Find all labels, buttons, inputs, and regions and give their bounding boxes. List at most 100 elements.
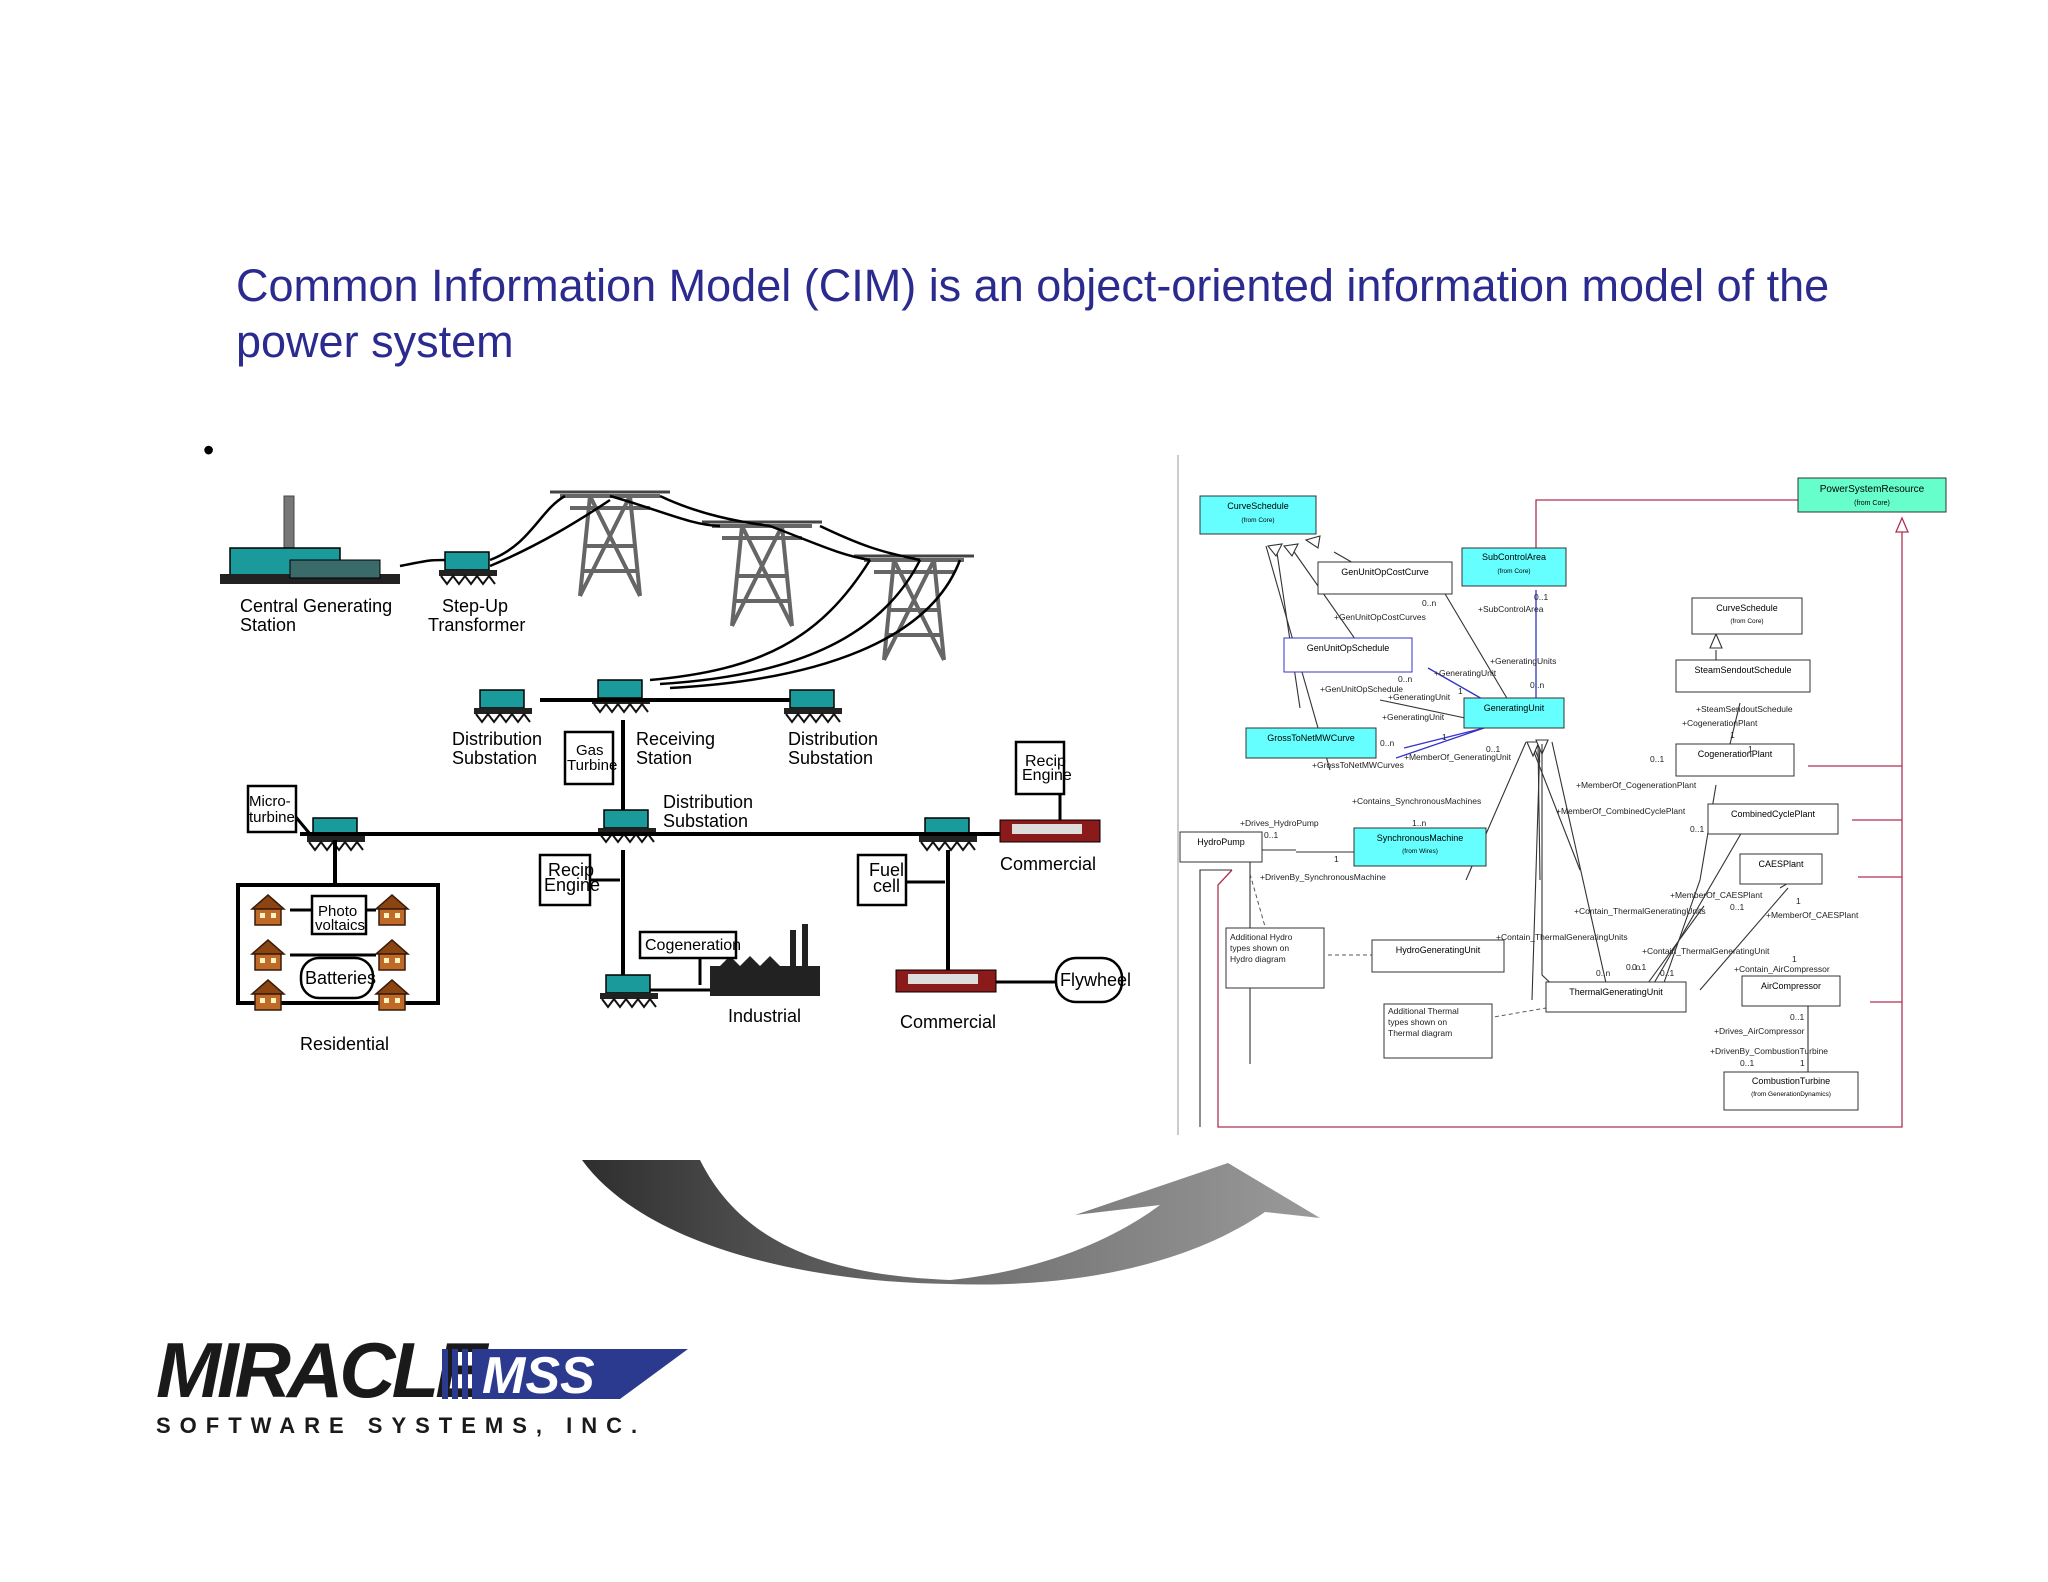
house-icon xyxy=(251,979,285,1011)
class-gen-unit-op-schedule: GenUnitOpSchedule xyxy=(1307,643,1390,653)
svg-text:(from Core): (from Core) xyxy=(1497,568,1530,575)
class-curve-schedule-right: CurveSchedule xyxy=(1716,603,1778,613)
multiplicity: 0..1 xyxy=(1632,962,1646,972)
svg-text:(from Core): (from Core) xyxy=(1730,618,1763,625)
photovoltaics-label: Photo xyxy=(318,903,357,920)
class-thermal-generating-unit: ThermalGeneratingUnit xyxy=(1569,987,1663,997)
residential-area xyxy=(236,883,440,1005)
central-generating-station-icon xyxy=(220,547,400,584)
role-drives-air-compressor: +Drives_AirCompressor xyxy=(1714,1026,1805,1036)
svg-text:(from Core): (from Core) xyxy=(1854,500,1890,507)
role-generating-unit-a: +GeneratingUnit xyxy=(1434,668,1497,678)
miracle-logo: MIRACLE MSS SOFTWARE SYSTEMS, INC. xyxy=(156,1333,688,1438)
house-icon xyxy=(251,894,285,926)
class-sub-control-area: SubControlArea xyxy=(1482,552,1546,562)
multiplicity: 0..1 xyxy=(1730,902,1744,912)
multiplicity: 0..1 xyxy=(1650,754,1664,764)
class-power-system-resource: PowerSystemResource xyxy=(1820,484,1925,495)
logo-word: MIRACLE xyxy=(156,1333,489,1414)
step-up-label: Step-Up xyxy=(442,596,508,616)
role-contain-thermal-generating-units: +Contain_ThermalGeneratingUnits xyxy=(1574,906,1706,916)
commercial-bottom-label: Commercial xyxy=(900,1012,996,1032)
class-cogeneration-plant: CogenerationPlant xyxy=(1698,749,1773,759)
class-steam-sendout-schedule: SteamSendoutSchedule xyxy=(1694,665,1791,675)
class-hydro-generating-unit: HydroGeneratingUnit xyxy=(1396,945,1481,955)
multiplicity: 1 xyxy=(1800,1058,1805,1068)
svg-text:(from Core): (from Core) xyxy=(1241,517,1274,524)
class-synchronous-machine: SynchronousMachine xyxy=(1377,833,1464,843)
multiplicity: 0..n xyxy=(1596,968,1610,978)
industrial-xfmr-icon xyxy=(599,974,659,1008)
recip-right-label: Recip xyxy=(1025,753,1066,770)
transmission-tower-icon xyxy=(700,520,824,628)
role-gross-to-net-mw-curves: +GrossToNetMWCurves xyxy=(1312,760,1404,770)
role-generating-units: +GeneratingUnits xyxy=(1490,656,1556,666)
house-icon xyxy=(251,939,285,971)
fuel-cell-label: Fuel xyxy=(869,860,904,880)
cim-uml-diagram: PowerSystemResource (from Core) CurveSch… xyxy=(1179,477,1947,1128)
multiplicity: 0..n xyxy=(1398,674,1412,684)
multiplicity: 0..1 xyxy=(1690,824,1704,834)
multiplicity: 1 xyxy=(1334,854,1339,864)
dist-sub-left-label: Distribution xyxy=(452,729,542,749)
role-drives-hydro-pump: +Drives_HydroPump xyxy=(1240,818,1319,828)
multiplicity: 1..n xyxy=(1412,818,1426,828)
batteries-label: Batteries xyxy=(305,968,376,988)
house-icon xyxy=(375,894,409,926)
smokestack-icon xyxy=(283,495,295,557)
commercial-building-icon xyxy=(999,819,1101,843)
multiplicity: 1 xyxy=(1792,954,1797,964)
class-generating-unit: GeneratingUnit xyxy=(1484,703,1545,713)
step-up-transformer-icon xyxy=(438,551,498,585)
distribution-substation-icon xyxy=(597,809,657,843)
multiplicity: 0..1 xyxy=(1740,1058,1754,1068)
role-member-of-combined-cycle-plant: +MemberOf_CombinedCyclePlant xyxy=(1556,806,1686,816)
class-combustion-turbine: CombustionTurbine xyxy=(1752,1076,1830,1086)
multiplicity: 1 xyxy=(1796,896,1801,906)
distribution-substation-icon xyxy=(473,689,533,723)
multiplicity: 1 xyxy=(1748,744,1753,754)
role-contains-synchronous-machines: +Contains_SynchronousMachines xyxy=(1352,796,1481,806)
transform-arrow-icon xyxy=(582,1160,1320,1285)
role-member-of-caes-plant-b: +MemberOf_CAESPlant xyxy=(1766,910,1859,920)
residential-label: Residential xyxy=(300,1034,389,1054)
bullet-point: • xyxy=(203,432,215,468)
multiplicity: 1 xyxy=(1730,730,1735,740)
logo-subtitle: SOFTWARE SYSTEMS, INC. xyxy=(156,1413,646,1438)
industrial-plant-icon xyxy=(710,924,820,996)
multiplicity: 0..n xyxy=(1380,738,1394,748)
multiplicity: 0..n xyxy=(1530,680,1544,690)
logo-mark-icon xyxy=(442,1349,688,1399)
receiving-label: Receiving xyxy=(636,729,715,749)
multiplicity: 1 xyxy=(1442,732,1447,742)
multiplicity: 0..1 xyxy=(1486,744,1500,754)
svg-text:(from Wires): (from Wires) xyxy=(1402,848,1438,855)
role-member-of-generating-unit: +MemberOf_GeneratingUnit xyxy=(1404,752,1512,762)
role-gen-unit-op-cost-curves: +GenUnitOpCostCurves xyxy=(1334,612,1426,622)
commercial-right-label: Commercial xyxy=(1000,854,1096,874)
industrial-label: Industrial xyxy=(728,1006,801,1026)
role-member-of-cogeneration-plant: +MemberOf_CogenerationPlant xyxy=(1576,780,1697,790)
class-gross-to-net-mw-curve: GrossToNetMWCurve xyxy=(1267,733,1355,743)
svg-text:(from GenerationDynamics): (from GenerationDynamics) xyxy=(1751,1091,1831,1098)
micro-turbine-label: Micro- xyxy=(249,793,291,810)
house-icon xyxy=(375,979,409,1011)
commercial-building-icon xyxy=(895,969,997,993)
role-member-of-caes-plant-a: +MemberOf_CAESPlant xyxy=(1670,890,1763,900)
logo-mss: MSS xyxy=(482,1347,595,1405)
role-driven-by-combustion-turbine: +DrivenBy_CombustionTurbine xyxy=(1710,1046,1828,1056)
multiplicity: 0..1 xyxy=(1534,592,1548,602)
gas-turbine-label: Gas xyxy=(576,742,604,759)
role-contain-thermal-generating-unit: +Contain_ThermalGeneratingUnit xyxy=(1642,946,1770,956)
central-generating-label: Central Generating xyxy=(240,596,392,616)
receiving-station-icon xyxy=(591,679,651,713)
